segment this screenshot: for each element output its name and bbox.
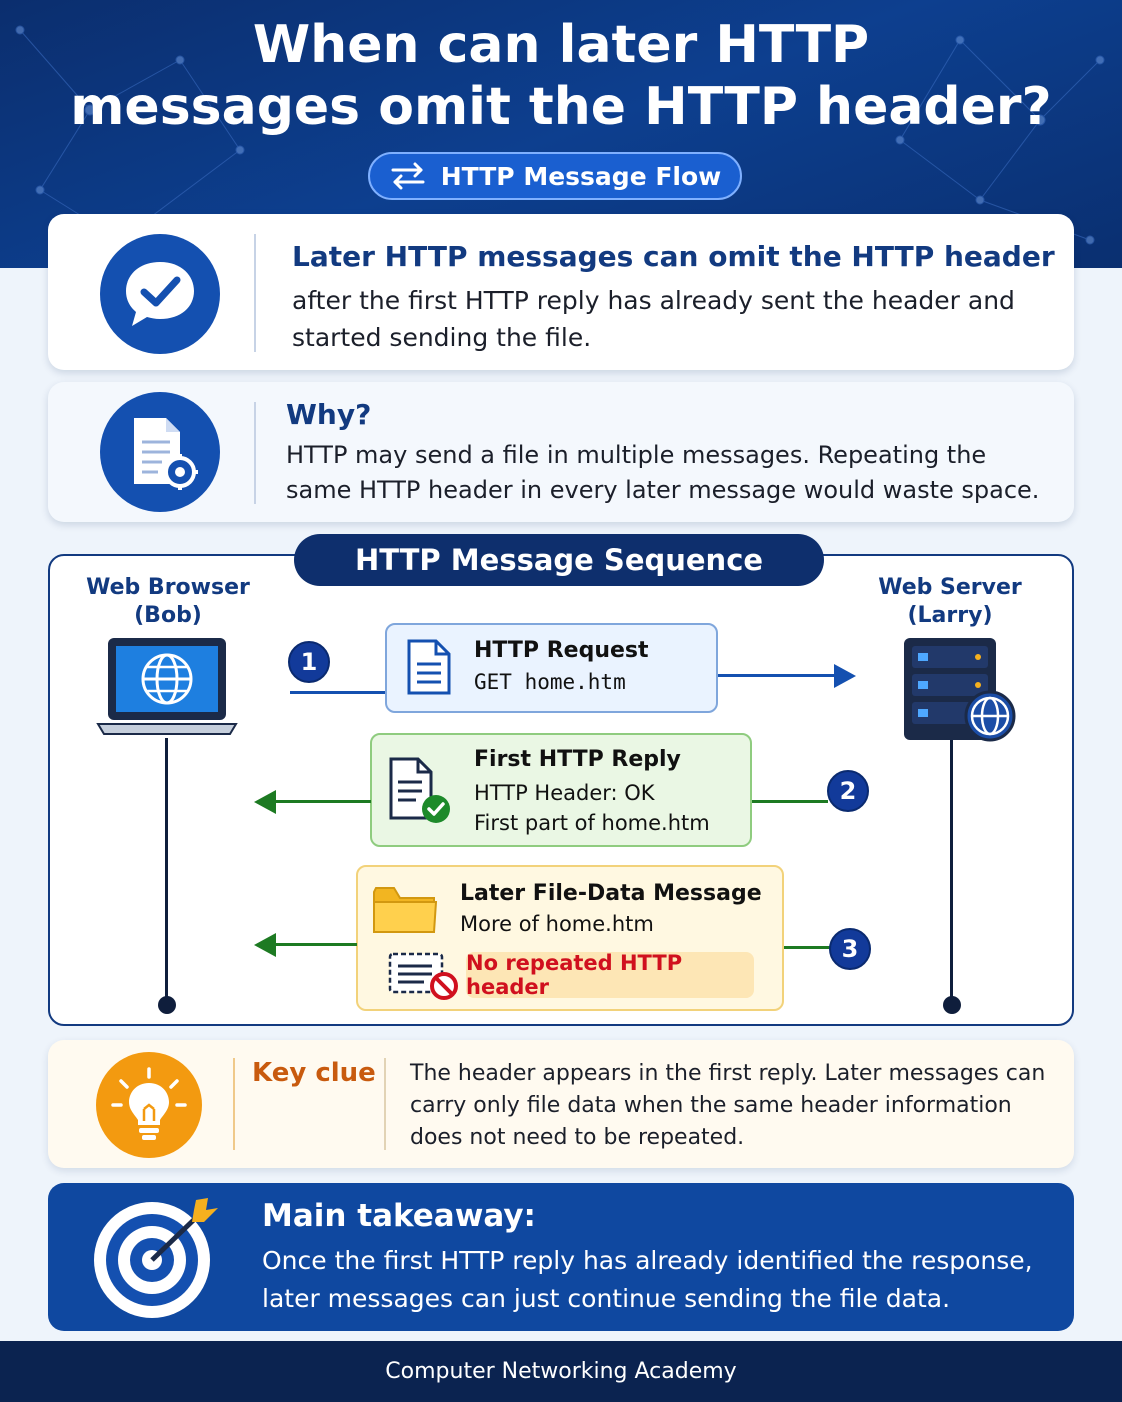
first-reply-box <box>370 733 752 847</box>
key-clue-label: Key clue <box>252 1058 376 1088</box>
takeaway-title: Main takeaway: <box>262 1198 536 1234</box>
footer-text: Computer Networking Academy <box>385 1359 737 1384</box>
request-arrow <box>718 674 842 677</box>
step-3-line-1: More of home.htm <box>460 912 654 936</box>
step-1-line-1: GET home.htm <box>474 670 626 694</box>
server-name: Web Server <box>878 575 1022 600</box>
step-3-number: 3 <box>829 928 871 970</box>
lightbulb-icon <box>96 1052 202 1158</box>
step-2-line-right <box>752 800 828 803</box>
key-clue-card <box>48 1040 1074 1168</box>
swap-arrows-icon <box>391 162 425 190</box>
key-divider-right <box>384 1058 386 1150</box>
reply-arrowhead-icon <box>254 790 276 814</box>
step-2-line-1: HTTP Header: OK <box>474 781 655 805</box>
server-alias: (Larry) <box>907 603 993 628</box>
document-icon <box>407 639 451 695</box>
client-lifeline-end <box>158 996 176 1014</box>
why-body: HTTP may send a file in multiple message… <box>286 441 1040 504</box>
why-divider <box>254 402 256 504</box>
check-chat-icon <box>100 234 220 354</box>
step-1-line-left <box>290 691 386 694</box>
answer-title: Later HTTP messages can omit the HTTP he… <box>292 240 1055 273</box>
later-arrowhead-icon <box>254 933 276 957</box>
takeaway-body: Once the first HTTP reply has already id… <box>262 1246 1033 1313</box>
document-gear-icon <box>100 392 220 512</box>
client-name: Web Browser <box>86 575 250 600</box>
flow-pill: HTTP Message Flow <box>368 152 742 200</box>
answer-divider <box>254 234 256 352</box>
client-lifeline <box>165 738 168 1002</box>
pill-label: HTTP Message Flow <box>440 161 722 191</box>
client-alias: (Bob) <box>134 603 202 628</box>
step-1-number: 1 <box>288 641 330 683</box>
step-2-number: 2 <box>827 770 869 812</box>
step-2-line-2: First part of home.htm <box>474 811 710 835</box>
target-icon <box>94 1198 218 1318</box>
server-lifeline-end <box>943 996 961 1014</box>
key-clue-body: The header appears in the first reply. L… <box>410 1061 1046 1150</box>
step-3-title: Later File-Data Message <box>460 881 762 906</box>
client-label: Web Browser (Bob) <box>78 574 258 630</box>
footer: Computer Networking Academy <box>0 1341 1122 1402</box>
why-title: Why? <box>286 398 372 431</box>
server-lifeline <box>950 740 953 1002</box>
later-arrow <box>272 943 357 946</box>
no-repeated-header-badge: No repeated HTTP header <box>466 951 754 999</box>
server-globe-icon <box>904 638 1016 742</box>
page-title: When can later HTTP messages omit the HT… <box>0 14 1122 138</box>
no-header-icon <box>388 952 458 1000</box>
step-1-title: HTTP Request <box>474 638 649 663</box>
document-check-icon <box>389 757 450 823</box>
title-line-1: When can later HTTP <box>252 15 870 75</box>
step-3-line-right <box>784 946 830 949</box>
request-arrowhead-icon <box>834 664 856 688</box>
answer-body: after the first HTTP reply has already s… <box>292 286 1015 352</box>
server-label: Web Server (Larry) <box>860 574 1040 630</box>
folder-icon <box>373 887 438 933</box>
reply-arrow <box>272 800 371 803</box>
sequence-title: HTTP Message Sequence <box>294 534 824 586</box>
title-line-2: messages omit the HTTP header? <box>70 77 1052 137</box>
step-2-title: First HTTP Reply <box>474 747 681 772</box>
takeaway-card <box>48 1183 1074 1331</box>
laptop-globe-icon <box>96 638 238 735</box>
key-divider-left <box>233 1058 235 1150</box>
